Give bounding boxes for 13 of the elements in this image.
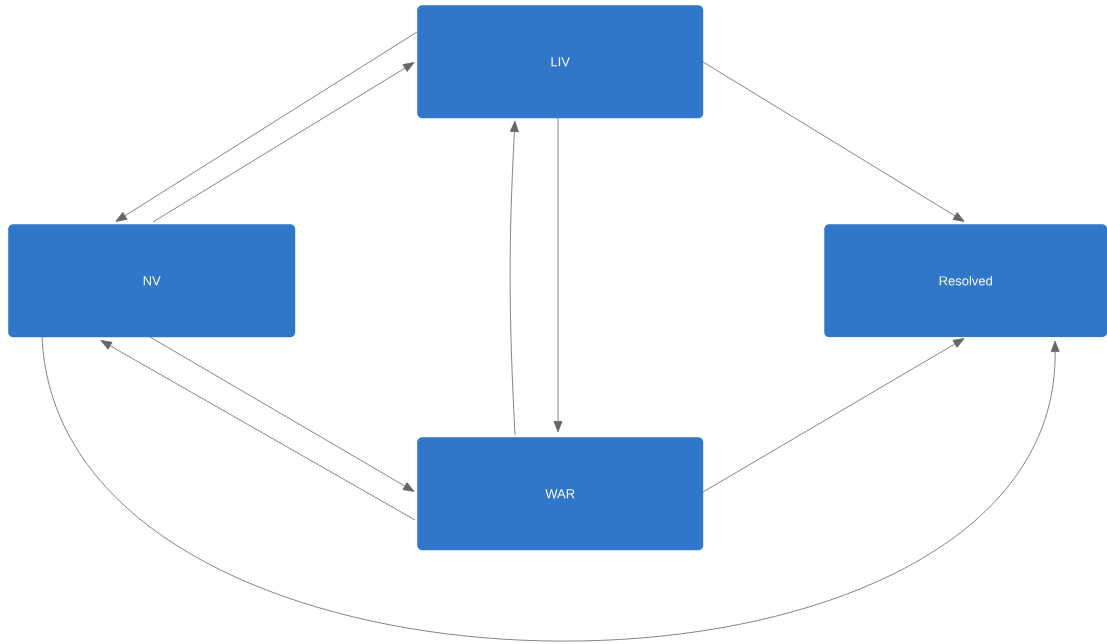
arrow [149, 336, 415, 492]
arrow [115, 31, 418, 222]
arrow [553, 117, 563, 433]
arrow [702, 61, 965, 222]
state-box: NV [8, 224, 296, 338]
arrow [509, 120, 519, 436]
arrow [41, 336, 1060, 642]
state-box: LIV [417, 5, 704, 119]
arrow [702, 338, 965, 493]
arrow [152, 62, 415, 223]
state-box: WAR [417, 437, 704, 551]
state-box: Resolved [824, 224, 1107, 338]
arrow [100, 340, 416, 521]
